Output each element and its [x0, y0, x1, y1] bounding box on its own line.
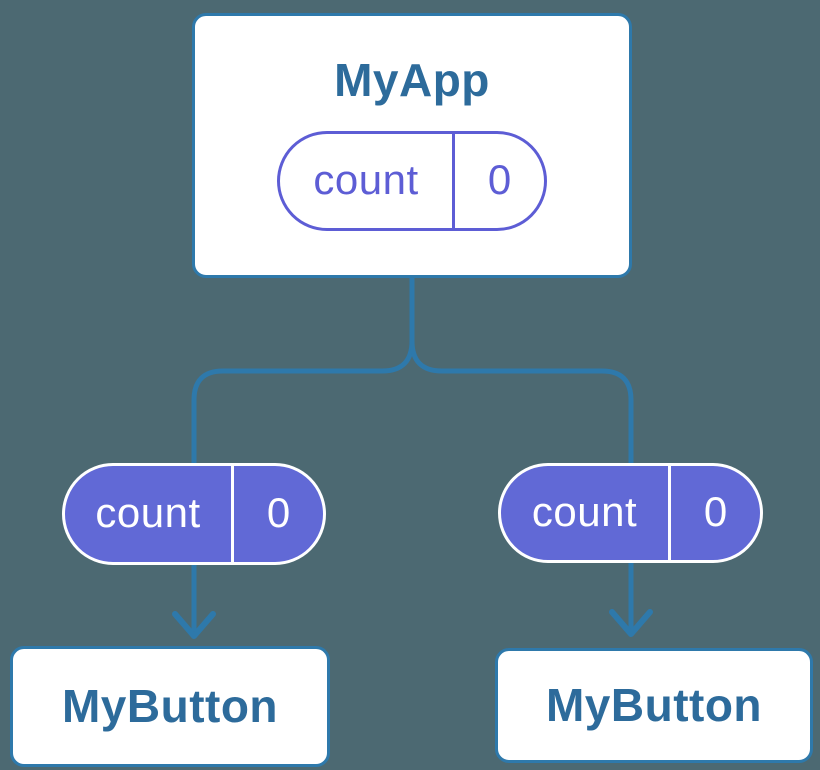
- prop-pill-right-value: 0: [668, 466, 760, 560]
- node-mybutton-left-title: MyButton: [61, 680, 279, 733]
- state-pill-name: count: [313, 155, 419, 203]
- left-down-arrow-icon: [172, 611, 216, 639]
- node-mybutton-right: MyButton: [495, 648, 813, 763]
- node-mybutton-right-title: MyButton: [545, 679, 763, 732]
- node-myapp-title: MyApp: [334, 54, 490, 106]
- prop-pill-left: count 0: [62, 463, 326, 565]
- node-myapp: MyApp count 0: [192, 13, 632, 278]
- state-pill-value: 0: [452, 133, 544, 228]
- prop-pill-left-name: count: [95, 489, 201, 536]
- prop-pill-right-name: count: [531, 488, 638, 535]
- root-branch-left-connector: [191, 278, 415, 463]
- state-pill: count 0: [277, 130, 547, 231]
- node-mybutton-left: MyButton: [10, 646, 330, 767]
- right-down-arrow-icon: [609, 609, 653, 637]
- prop-pill-left-value: 0: [231, 466, 323, 562]
- root-branch-right-connector: [409, 278, 634, 463]
- prop-pill-right: count 0: [498, 463, 763, 563]
